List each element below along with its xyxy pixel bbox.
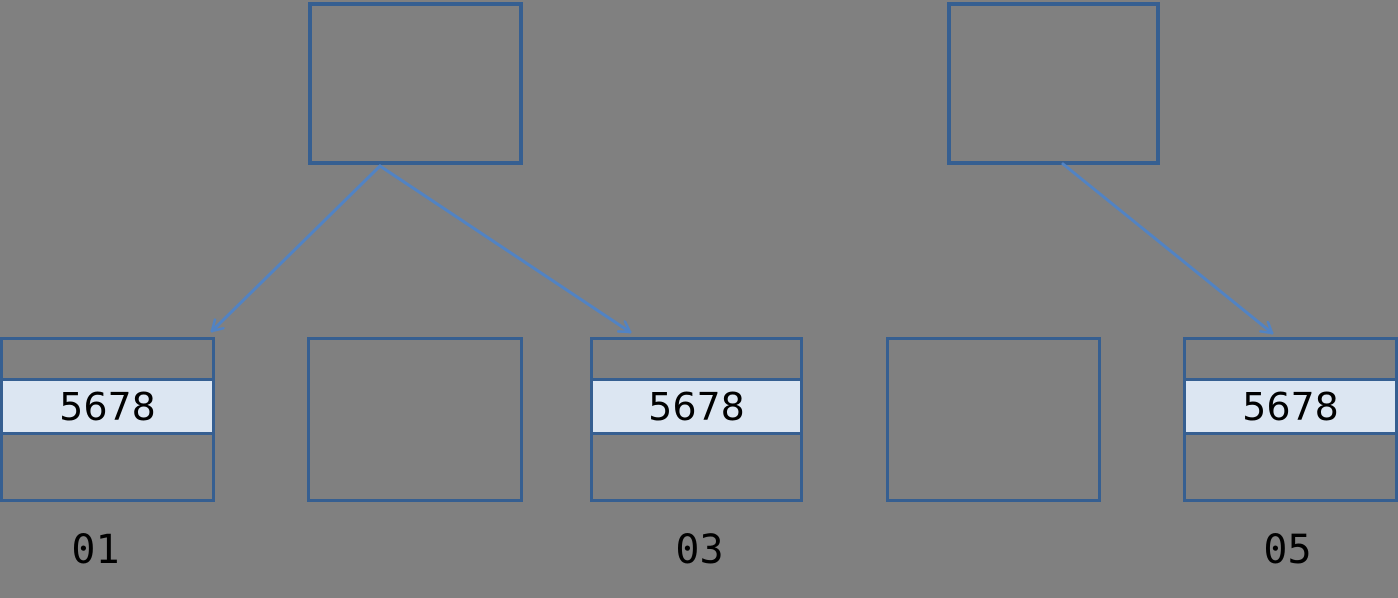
parent-node-right bbox=[947, 2, 1160, 165]
arrow-parent-right-to-bucket-5-icon bbox=[1061, 162, 1274, 335]
bucket-1: 5678 bbox=[0, 337, 215, 502]
bucket-1-value: 5678 bbox=[3, 378, 212, 435]
bucket-3-label: 03 bbox=[675, 527, 724, 573]
bucket-5-slot-top bbox=[1186, 340, 1395, 378]
bucket-5: 5678 bbox=[1183, 337, 1398, 502]
bucket-1-slot-top bbox=[3, 340, 212, 378]
arrow-parent-left-to-bucket-1-icon bbox=[210, 164, 382, 333]
parent-node-left bbox=[308, 2, 523, 165]
bucket-1-slot-bottom bbox=[3, 435, 212, 499]
bucket-5-slot-bottom bbox=[1186, 435, 1395, 499]
bucket-5-label: 05 bbox=[1263, 527, 1312, 573]
bucket-1-label: 01 bbox=[71, 527, 120, 573]
bucket-3-value: 5678 bbox=[593, 378, 800, 435]
bucket-3-slot-top bbox=[593, 340, 800, 378]
bucket-5-value: 5678 bbox=[1186, 378, 1395, 435]
bucket-3: 5678 bbox=[590, 337, 803, 502]
bucket-4 bbox=[886, 337, 1101, 502]
arrow-parent-left-to-bucket-3-icon bbox=[378, 164, 632, 334]
bucket-2 bbox=[307, 337, 523, 502]
bucket-3-slot-bottom bbox=[593, 435, 800, 499]
